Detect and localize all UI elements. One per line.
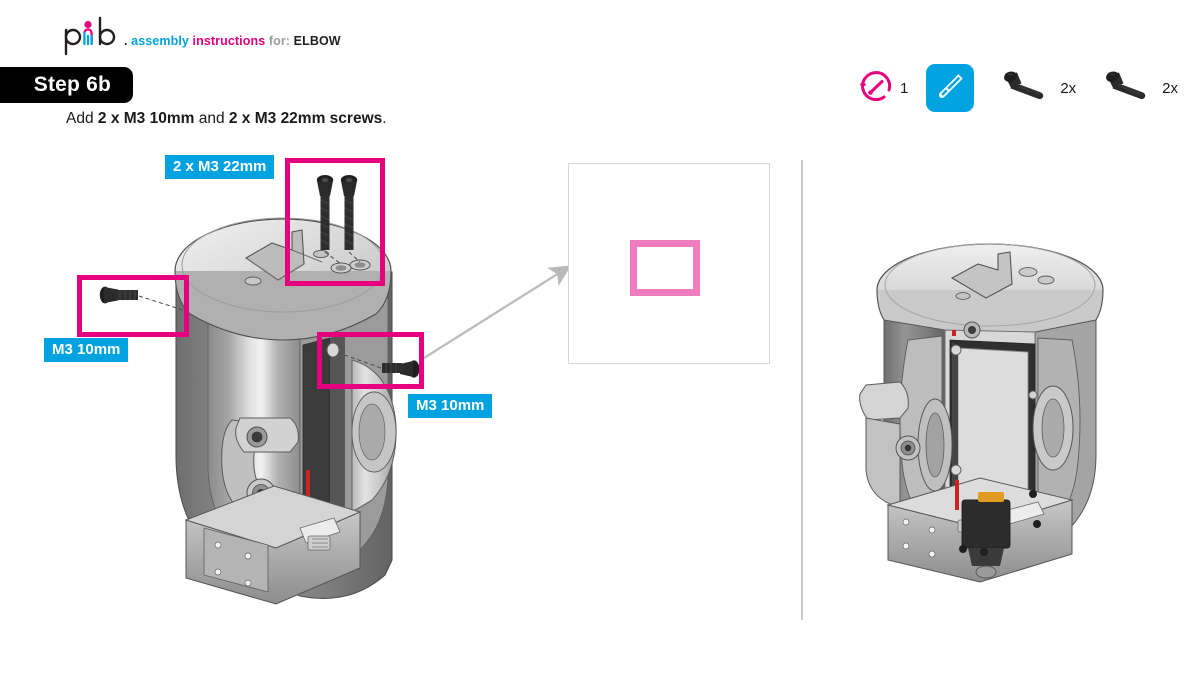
part-quantity: 2x: [1162, 79, 1178, 97]
highlight-seated-screw: [630, 240, 700, 296]
screw-icon: [1102, 69, 1154, 108]
completed-assembly-view: [859, 243, 1104, 583]
callout-10mm-right: M3 10mm: [408, 394, 493, 418]
brand-dot: .: [124, 34, 128, 48]
detail-inset-frame: [568, 163, 770, 364]
detail-pointer-arrow: [423, 265, 572, 360]
part-screw-2: 2x: [1102, 69, 1178, 108]
panel-divider: [801, 160, 803, 620]
pib-logo: [62, 16, 124, 56]
brand-assembly: assembly: [131, 34, 189, 48]
tool-badge: [926, 64, 975, 112]
highlight-right-screw: [317, 332, 424, 389]
brand-tagline: . assembly instructions for: ELBOW: [124, 34, 341, 48]
callout-22mm: 2 x M3 22mm: [165, 155, 275, 179]
screw-icon: [1000, 69, 1052, 108]
screwdriver-icon: [934, 70, 966, 107]
highlight-left-screw: [77, 275, 189, 337]
step-label: Step 6b: [33, 73, 111, 96]
step-badge: Step 6b: [0, 67, 133, 103]
instruction-part-a: 2 x M3 10mm: [97, 110, 195, 127]
header-bar: . assembly instructions for: ELBOW: [0, 0, 1200, 62]
brand-subject: ELBOW: [293, 34, 341, 48]
instruction-text: Add 2 x M3 10mm and 2 x M3 22mm screws.: [66, 110, 387, 128]
instruction-part-b: 2 x M3 22mm screws: [228, 110, 383, 127]
highlight-top-screws: [285, 158, 385, 286]
callout-10mm-right-label: M3 10mm: [416, 397, 485, 414]
instruction-conjunction: and: [194, 110, 229, 127]
brand-for: for:: [268, 34, 291, 48]
instruction-prefix: Add: [66, 110, 98, 127]
difficulty-indicator: 1: [859, 70, 909, 106]
difficulty-value: 1: [899, 79, 909, 97]
callout-10mm-left: M3 10mm: [44, 338, 129, 362]
part-screw-1: 2x: [1000, 69, 1076, 108]
toolbar: 1 2x: [859, 60, 1182, 116]
brand-instructions: instructions: [192, 34, 266, 48]
callout-10mm-left-label: M3 10mm: [52, 341, 121, 358]
callout-22mm-label: 2 x M3 22mm: [173, 158, 267, 175]
instruction-suffix: .: [382, 110, 387, 127]
gauge-icon: [859, 70, 893, 106]
part-quantity: 2x: [1060, 79, 1077, 97]
